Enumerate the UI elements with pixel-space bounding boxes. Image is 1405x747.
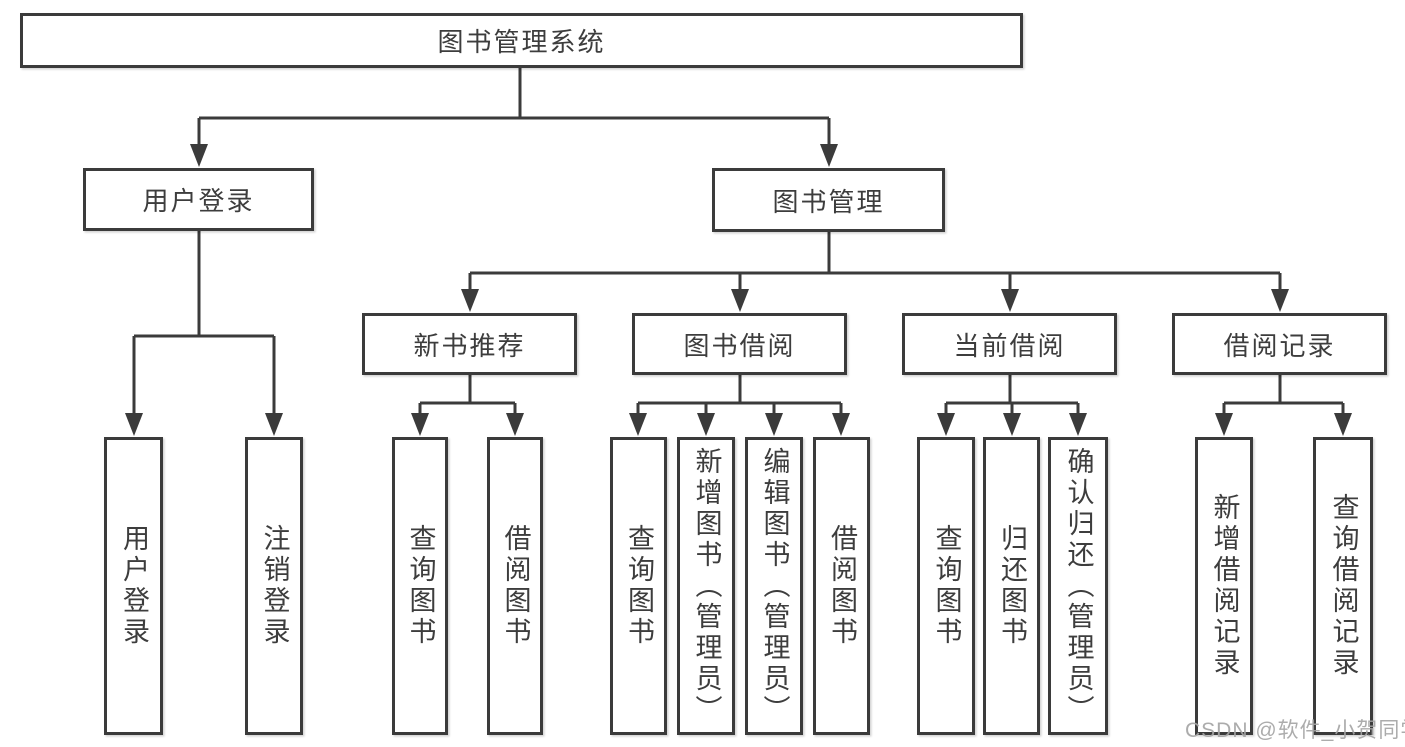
- leaf-query-books-borrowing: 查询图书: [610, 437, 667, 735]
- leaf-edit-books-admin: 编辑图书（管理员）: [745, 437, 803, 735]
- leaf-add-borrow-record: 新增借阅记录: [1195, 437, 1253, 735]
- csdn-watermark: CSDN @软件_小贺同学: [1185, 719, 1405, 742]
- node-user-login: 用户登录: [83, 168, 314, 231]
- leaf-confirm-return-admin: 确认归还（管理员）: [1048, 437, 1108, 735]
- node-book-management: 图书管理: [712, 168, 945, 232]
- node-library-management-system: 图书管理系统: [20, 13, 1023, 68]
- leaf-logout-login: 注销登录: [245, 437, 303, 735]
- node-book-borrowing: 图书借阅: [632, 313, 847, 375]
- node-borrowing-records: 借阅记录: [1172, 313, 1387, 375]
- leaf-borrow-books-borrowing: 借阅图书: [813, 437, 870, 735]
- leaf-query-borrow-record: 查询借阅记录: [1313, 437, 1373, 735]
- leaf-return-books: 归还图书: [983, 437, 1040, 735]
- leaf-user-login: 用户登录: [104, 437, 163, 735]
- leaf-query-books-recommend: 查询图书: [392, 437, 448, 735]
- node-new-book-recommendation: 新书推荐: [362, 313, 577, 375]
- node-current-borrowing: 当前借阅: [902, 313, 1117, 375]
- leaf-query-books-current: 查询图书: [917, 437, 975, 735]
- leaf-add-books-admin: 新增图书（管理员）: [677, 437, 735, 735]
- leaf-borrow-books-recommend: 借阅图书: [487, 437, 543, 735]
